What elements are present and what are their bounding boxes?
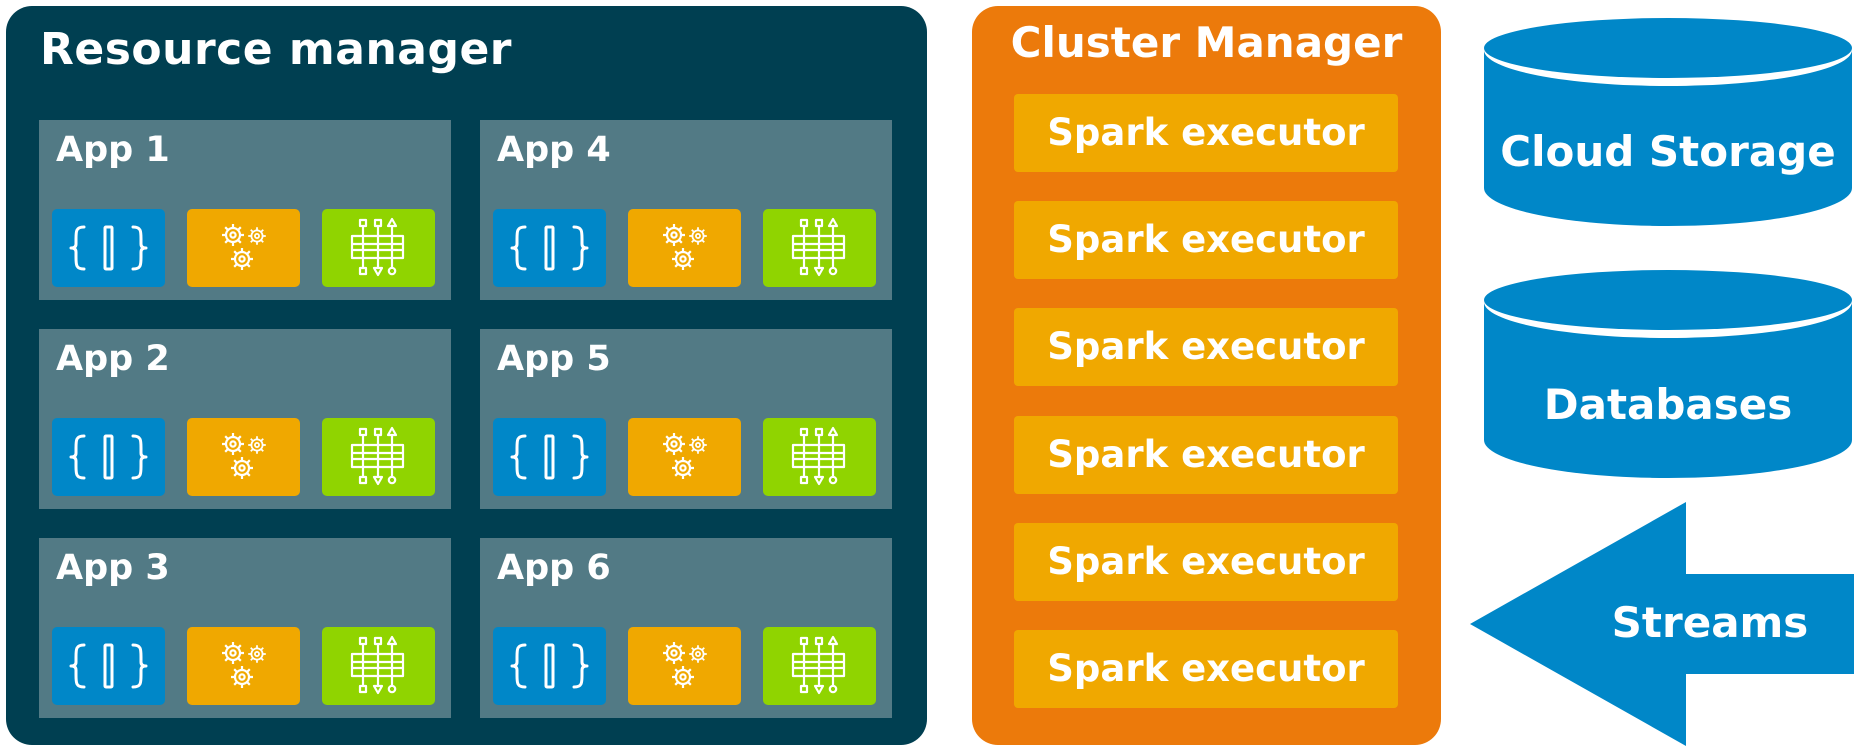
code-braces-icon	[69, 643, 148, 689]
pipeline-flow-icon	[350, 635, 405, 695]
databases-cylinder: Databases	[1482, 262, 1854, 484]
app-card-2: App 2	[39, 329, 451, 509]
gears-tile	[187, 209, 300, 287]
app-title: App 1	[56, 130, 170, 170]
resource-manager-panel: Resource manager App 1 App 2 App 3 App 4…	[6, 6, 927, 745]
pipeline-tile	[322, 627, 435, 705]
spark-executor-label: Spark executor	[1047, 433, 1365, 476]
spark-executor: Spark executor	[1014, 523, 1398, 601]
databases-database-icon	[1484, 266, 1852, 478]
app-card-6: App 6	[480, 538, 892, 718]
cluster-manager-title: Cluster Manager	[1010, 18, 1403, 67]
spark-executor: Spark executor	[1014, 94, 1398, 172]
spark-executor: Spark executor	[1014, 630, 1398, 708]
cloud-storage-label: Cloud Storage	[1500, 127, 1836, 176]
gears-icon	[628, 418, 741, 496]
app-card-3: App 3	[39, 538, 451, 718]
app-card-4: App 4	[480, 120, 892, 300]
spark-executor-label: Spark executor	[1047, 647, 1365, 690]
pipeline-flow-icon	[791, 635, 846, 695]
pipeline-tile	[763, 627, 876, 705]
gears-tile	[628, 627, 741, 705]
arrow-left-icon	[1470, 502, 1854, 746]
gears-icon	[628, 209, 741, 287]
app-title: App 2	[56, 339, 170, 379]
app-card-5: App 5	[480, 329, 892, 509]
pipeline-flow-icon	[350, 217, 405, 277]
code-braces-icon	[510, 434, 589, 480]
spark-executor: Spark executor	[1014, 201, 1398, 279]
gears-tile	[187, 627, 300, 705]
streams-label: Streams	[1611, 598, 1809, 647]
app-title: App 5	[497, 339, 611, 379]
code-tile	[52, 418, 165, 496]
pipeline-tile	[763, 418, 876, 496]
app-card-1: App 1	[39, 120, 451, 300]
code-tile	[493, 627, 606, 705]
spark-executor: Spark executor	[1014, 308, 1398, 386]
spark-executor-label: Spark executor	[1047, 325, 1365, 368]
code-braces-icon	[69, 434, 148, 480]
gears-icon	[187, 209, 300, 287]
pipeline-flow-icon	[350, 426, 405, 486]
code-braces-icon	[510, 225, 589, 271]
databases-label: Databases	[1543, 380, 1793, 429]
resource-manager-title: Resource manager	[40, 24, 512, 75]
app-title: App 6	[497, 548, 611, 588]
app-title: App 3	[56, 548, 170, 588]
cluster-manager-panel: Cluster Manager Spark executor Spark exe…	[972, 6, 1441, 745]
spark-executor-label: Spark executor	[1047, 218, 1365, 261]
pipeline-tile	[322, 209, 435, 287]
pipeline-tile	[763, 209, 876, 287]
app-title: App 4	[497, 130, 611, 170]
gears-tile	[187, 418, 300, 496]
spark-executor: Spark executor	[1014, 416, 1398, 494]
pipeline-tile	[322, 418, 435, 496]
code-tile	[493, 418, 606, 496]
spark-executor-label: Spark executor	[1047, 540, 1365, 583]
cloud-storage-database-icon	[1484, 14, 1852, 226]
gears-icon	[187, 418, 300, 496]
gears-icon	[628, 627, 741, 705]
cloud-storage-cylinder: Cloud Storage	[1482, 10, 1854, 232]
code-braces-icon	[510, 643, 589, 689]
code-tile	[493, 209, 606, 287]
code-tile	[52, 627, 165, 705]
gears-tile	[628, 209, 741, 287]
code-braces-icon	[69, 225, 148, 271]
spark-executor-label: Spark executor	[1047, 111, 1365, 154]
gears-icon	[187, 627, 300, 705]
code-tile	[52, 209, 165, 287]
gears-tile	[628, 418, 741, 496]
streams-arrow: Streams	[1470, 500, 1854, 748]
pipeline-flow-icon	[791, 217, 846, 277]
pipeline-flow-icon	[791, 426, 846, 486]
